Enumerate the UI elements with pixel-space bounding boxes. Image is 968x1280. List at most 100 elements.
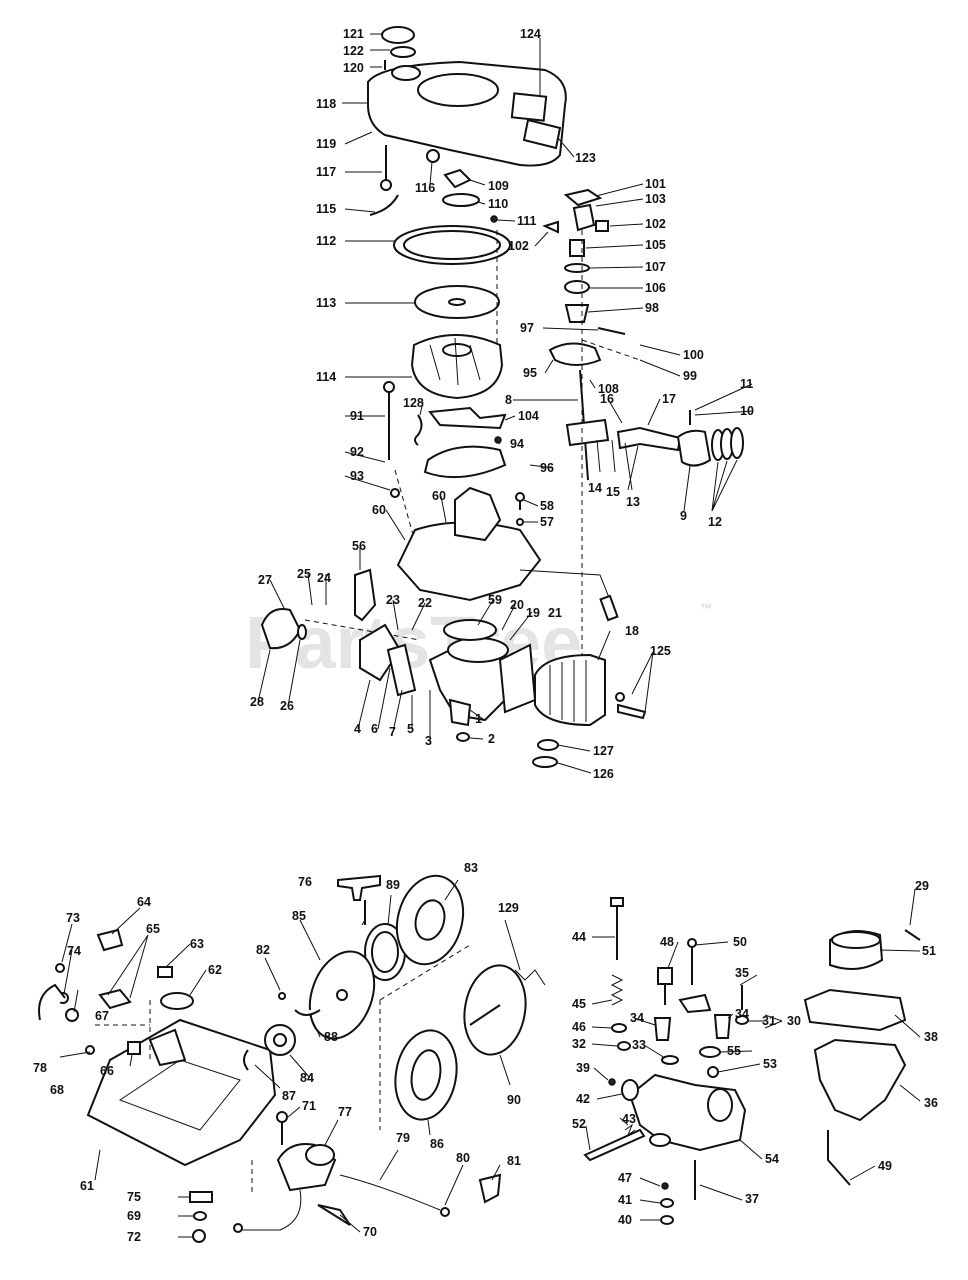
part-number-label: 45 [572, 997, 586, 1011]
part-number-label: 41 [618, 1193, 632, 1207]
part-number-label: 79 [396, 1131, 410, 1145]
part-filler-neck [391, 65, 421, 81]
part-number-label: 128 [403, 396, 424, 410]
part-number-label: 46 [572, 1020, 586, 1034]
part-number-label: 58 [540, 499, 554, 513]
part-number-label: 112 [316, 234, 336, 248]
part-number-label: 87 [282, 1089, 296, 1103]
part-number-label: 77 [338, 1105, 352, 1119]
part-number-label: 91 [350, 409, 364, 423]
part-number-label: 108 [598, 382, 619, 396]
part-number-label: 4 [354, 722, 361, 736]
part-number-label: 97 [520, 321, 534, 335]
part-armature-plate [428, 406, 507, 430]
part-number-label: 105 [645, 238, 666, 252]
part-number-label: 86 [430, 1137, 444, 1151]
part-number-label: 84 [300, 1071, 314, 1085]
part-number-label: 57 [540, 515, 554, 529]
watermark-trademark: ™ [700, 601, 712, 615]
part-number-label: 93 [350, 469, 364, 483]
part-number-label: 81 [507, 1154, 521, 1168]
part-number-label: 73 [66, 911, 80, 925]
part-number-label: 125 [650, 644, 671, 658]
part-number-label: 19 [526, 606, 540, 620]
part-number-label: 5 [407, 722, 414, 736]
part-number-label: 10 [740, 404, 754, 418]
part-number-label: 28 [250, 695, 264, 709]
part-number-label: 121 [343, 27, 364, 41]
part-number-label: 49 [878, 1159, 892, 1173]
part-number-label: 68 [50, 1083, 64, 1097]
part-number-label: 111 [517, 214, 537, 228]
part-number-label: 21 [548, 606, 562, 620]
part-number-label: 31 [762, 1014, 776, 1028]
part-muffler-bolt [617, 703, 647, 720]
part-number-label: 85 [292, 909, 306, 923]
part-nut [456, 732, 470, 742]
part-number-label: 107 [645, 260, 666, 274]
part-number-label: 126 [593, 767, 614, 781]
part-number-label: 53 [763, 1057, 777, 1071]
part-wire [38, 983, 66, 1021]
part-number-label: 101 [645, 177, 666, 191]
part-number-label: 25 [297, 567, 311, 581]
part-reed-plate [359, 623, 402, 682]
part-number-label: 109 [488, 179, 509, 193]
part-number-label: 120 [343, 61, 364, 75]
part-number-label: 62 [208, 963, 222, 977]
part-number-label: 102 [508, 239, 529, 253]
part-number-label: 60 [432, 489, 446, 503]
part-bracket [96, 928, 124, 952]
part-number-label: 69 [127, 1209, 141, 1223]
part-number-label: 92 [350, 445, 364, 459]
part-key [597, 327, 626, 335]
part-fuel-bowl [813, 1038, 907, 1122]
part-connecting-rod [616, 426, 682, 452]
part-number-label: 65 [146, 922, 160, 936]
part-number-label: 23 [386, 593, 400, 607]
part-nut [426, 149, 440, 163]
part-grille [522, 118, 562, 150]
part-number-label: 100 [683, 348, 704, 362]
part-number-label: 127 [593, 744, 614, 758]
part-number-label: 83 [464, 861, 478, 875]
part-washer [390, 46, 416, 58]
part-number-label: 27 [258, 573, 272, 587]
part-number-label: 98 [645, 301, 659, 315]
part-number-label: 99 [683, 369, 697, 383]
lower-right-assembly [583, 897, 921, 1225]
part-number-label: 124 [520, 27, 541, 41]
part-number-label: 6 [371, 722, 378, 736]
part-needle-spring [610, 974, 624, 1006]
part-number-label: 78 [33, 1061, 47, 1075]
part-number-label: 11 [740, 377, 753, 391]
part-hv-lead [339, 1174, 441, 1211]
part-number-label: 50 [733, 935, 747, 949]
part-number-label: 38 [924, 1030, 938, 1044]
part-number-label: 34 [630, 1011, 644, 1025]
lower-left-assembly [38, 874, 546, 1243]
part-number-label: 129 [498, 901, 519, 915]
part-number-label: 106 [645, 281, 666, 295]
part-number-label: 55 [727, 1044, 741, 1058]
part-flywheel-washer [442, 193, 480, 207]
part-number-label: 2 [488, 732, 495, 746]
part-spark-plug-cap [478, 1173, 502, 1204]
part-number-label: 15 [606, 485, 620, 499]
part-number-label: 123 [575, 151, 596, 165]
part-spark-plug-boot [599, 594, 619, 622]
part-number-label: 30 [787, 1014, 801, 1028]
part-bearing [564, 280, 590, 294]
part-number-label: 117 [316, 165, 336, 179]
part-gasket [386, 643, 417, 697]
part-number-label: 3 [425, 734, 432, 748]
part-number-label: 35 [735, 966, 749, 980]
part-number-label: 18 [625, 624, 639, 638]
part-cap [381, 26, 415, 44]
part-number-label: 110 [488, 197, 508, 211]
part-number-label: 102 [645, 217, 666, 231]
part-throttle-shaft [583, 1128, 646, 1162]
part-number-label: 44 [572, 930, 586, 944]
part-number-label: 16 [600, 392, 614, 406]
